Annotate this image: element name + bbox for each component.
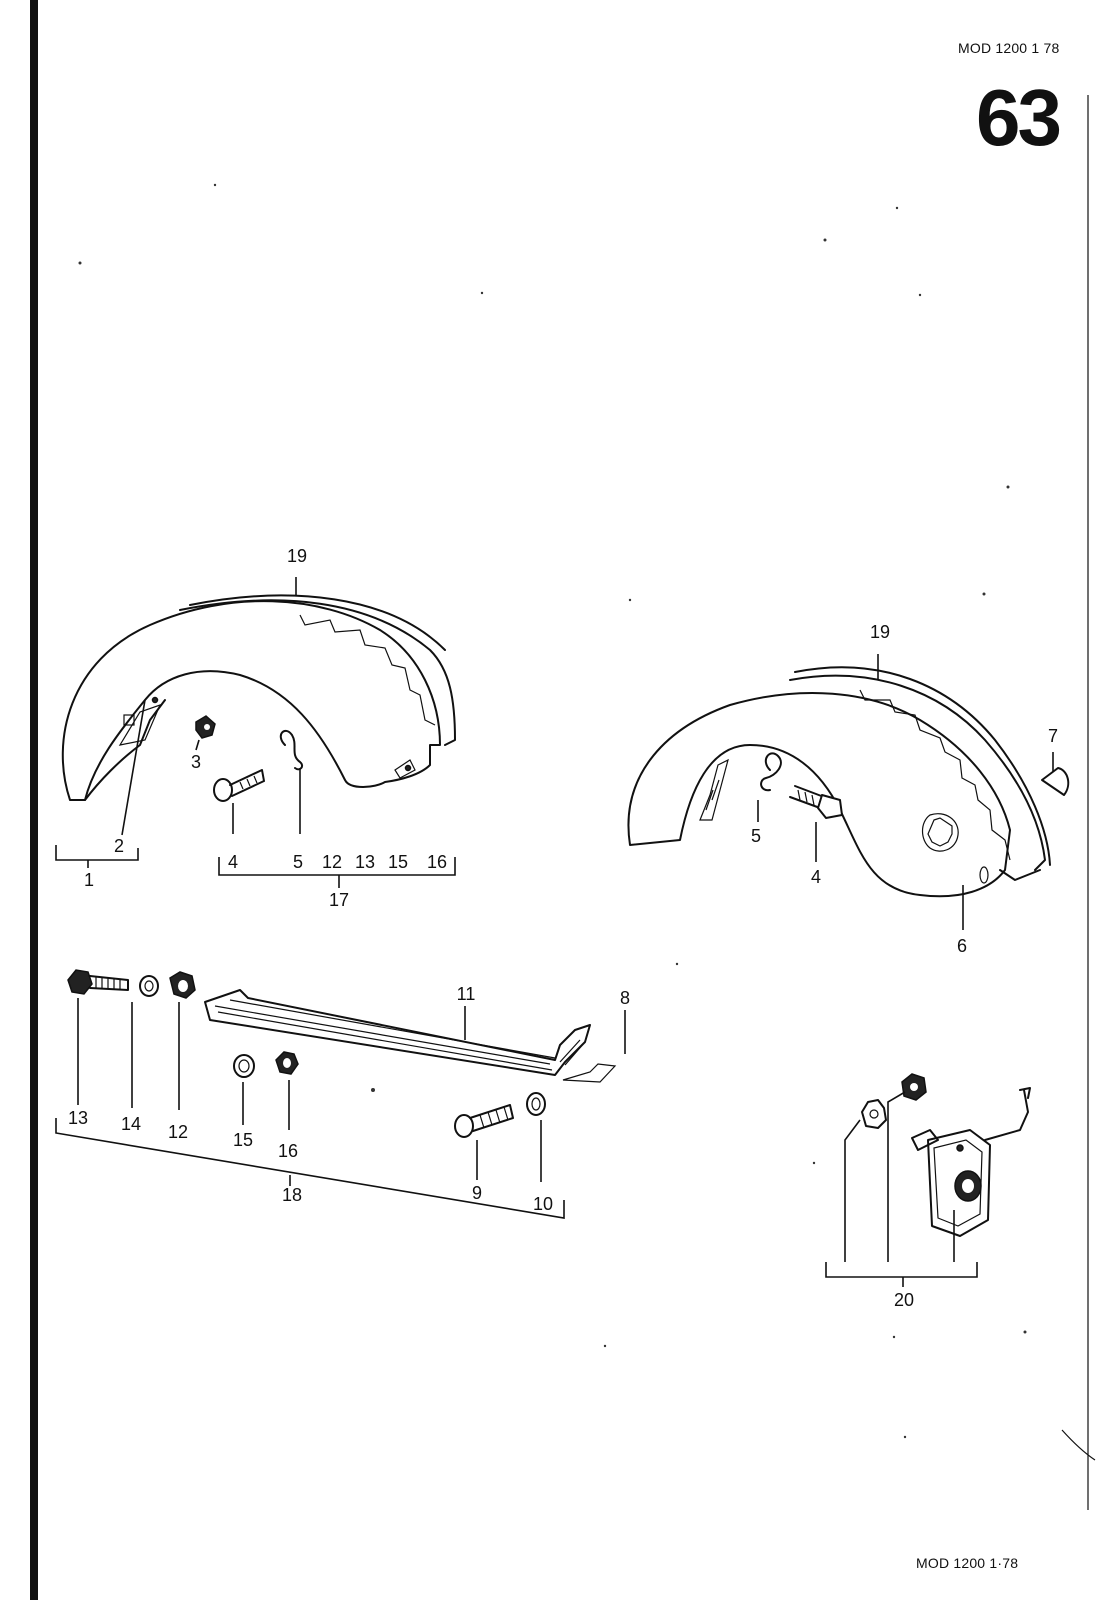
bolt-part-4-left [213, 769, 265, 802]
horn-assembly [911, 1087, 1031, 1237]
nut-part-20 [901, 1073, 927, 1101]
washer-part-14 [139, 975, 159, 997]
nut-part-12 [169, 971, 196, 999]
section-number: 63 [976, 73, 1062, 162]
callout-15: 15 [387, 852, 409, 872]
front-fender [61, 594, 456, 801]
callout-2: 2 [113, 836, 125, 856]
callout-12: 12 [321, 852, 343, 872]
washer-part-10 [526, 1092, 546, 1116]
clip-part-3 [195, 715, 216, 739]
callout-16: 16 [277, 1141, 299, 1161]
callout-3: 3 [190, 752, 202, 772]
binding-edge [30, 0, 38, 1600]
callout-19: 19 [869, 622, 891, 642]
callout-4: 4 [810, 867, 822, 887]
bolt-part-4-right [789, 785, 843, 819]
model-header-top: MOD 1200 1 78 [958, 40, 1060, 56]
bolt-part-9 [454, 1104, 514, 1138]
nut-part-16 [275, 1051, 299, 1075]
bolt-part-13 [67, 969, 129, 995]
cap-part-7 [1041, 767, 1070, 796]
callout-13: 13 [67, 1108, 89, 1128]
scan-specks [78, 183, 1027, 1439]
callout-13: 13 [354, 852, 376, 872]
spring-clip-part-5-right [760, 752, 782, 792]
corner-curl [1061, 1429, 1096, 1461]
callout-17: 17 [328, 890, 350, 910]
callout-10: 10 [532, 1194, 554, 1214]
callout-11: 11 [456, 984, 476, 1004]
model-footer: MOD 1200 1·78 [916, 1555, 1019, 1571]
callout-20: 20 [893, 1290, 915, 1310]
callout-15: 15 [232, 1130, 254, 1150]
callout-14: 14 [120, 1114, 142, 1134]
spring-clip-part-5-left [279, 729, 304, 771]
callout-6: 6 [956, 936, 968, 956]
group-brackets [55, 845, 978, 1287]
callout-1: 1 [83, 870, 95, 890]
washer-part-15 [233, 1054, 255, 1078]
callout-16: 16 [426, 852, 448, 872]
callout-9: 9 [471, 1183, 483, 1203]
running-board [204, 989, 617, 1083]
callout-4: 4 [227, 852, 239, 872]
callout-7: 7 [1047, 726, 1059, 746]
callout-5: 5 [750, 826, 762, 846]
rear-fender [627, 666, 1051, 898]
callout-12: 12 [167, 1122, 189, 1142]
lock-washer-part-20 [861, 1099, 887, 1129]
callout-19: 19 [286, 546, 308, 566]
leader-lines [77, 577, 1054, 1262]
callout-8: 8 [619, 988, 631, 1008]
callout-5: 5 [292, 852, 304, 872]
callout-18: 18 [281, 1185, 303, 1205]
